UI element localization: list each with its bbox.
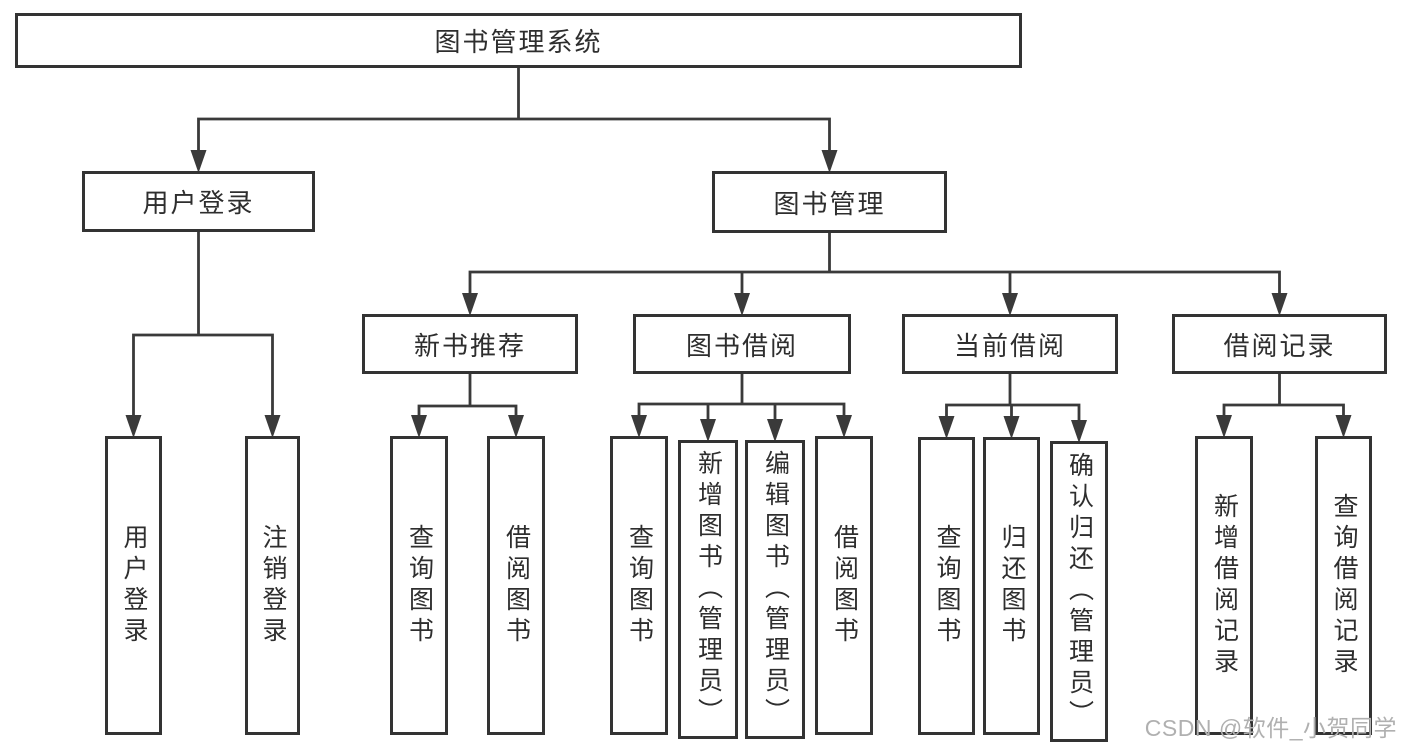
arrowhead-icon — [1003, 416, 1020, 439]
arrowhead-icon — [411, 415, 427, 438]
edge-from-new-book-rec — [417, 370, 518, 426]
arrowhead-icon — [125, 415, 142, 438]
watermark-text: CSDN @软件_小贺同学 — [1144, 715, 1397, 741]
edge-from-current-borrow — [945, 370, 1081, 431]
arrowhead-icon — [1216, 415, 1232, 438]
edge-from-book-borrow — [637, 370, 846, 430]
arrowhead-icon — [264, 415, 281, 438]
arrowhead-icon — [1071, 420, 1087, 443]
arrowhead-icon — [190, 150, 207, 173]
edge-from-root — [197, 64, 831, 161]
node-current-borrow: 当前借阅 — [902, 314, 1118, 374]
node-user-login: 用户登录 — [82, 171, 315, 232]
node-leaf-query-book-2: 查询图书 — [610, 436, 668, 735]
node-leaf-confirm-return: 确认归还（管理员） — [1050, 441, 1108, 742]
arrowhead-icon — [508, 415, 524, 438]
arrowhead-icon — [767, 419, 783, 442]
node-new-book-rec: 新书推荐 — [362, 314, 578, 374]
node-leaf-add-record: 新增借阅记录 — [1195, 436, 1253, 735]
node-leaf-user-login: 用户登录 — [105, 436, 162, 735]
node-leaf-query-book-1: 查询图书 — [390, 436, 448, 735]
edge-from-borrow-record — [1222, 370, 1345, 426]
arrowhead-icon — [734, 293, 750, 316]
arrowhead-icon — [1002, 293, 1018, 316]
node-leaf-query-record: 查询借阅记录 — [1315, 436, 1372, 735]
node-leaf-borrow-book-2: 借阅图书 — [815, 436, 873, 735]
node-leaf-query-book-3: 查询图书 — [918, 437, 975, 735]
edge-from-book-mgmt — [468, 229, 1281, 304]
arrowhead-icon — [462, 293, 478, 316]
node-leaf-logout: 注销登录 — [245, 436, 300, 735]
arrowhead-icon — [631, 415, 647, 438]
edge-from-user-login — [132, 228, 274, 426]
arrowhead-icon — [938, 416, 955, 439]
arrowhead-icon — [836, 415, 852, 438]
node-borrow-record: 借阅记录 — [1172, 314, 1387, 374]
node-leaf-add-book: 新增图书（管理员） — [678, 440, 738, 739]
arrowhead-icon — [1271, 293, 1288, 316]
node-leaf-borrow-book-1: 借阅图书 — [487, 436, 545, 735]
node-leaf-return-book: 归还图书 — [983, 437, 1040, 735]
node-book-borrow: 图书借阅 — [633, 314, 851, 374]
node-root: 图书管理系统 — [15, 13, 1022, 68]
node-book-mgmt: 图书管理 — [712, 171, 947, 233]
arrowhead-icon — [1335, 415, 1352, 438]
arrowhead-icon — [700, 419, 716, 442]
arrowhead-icon — [821, 150, 838, 173]
node-leaf-edit-book: 编辑图书（管理员） — [745, 440, 805, 739]
